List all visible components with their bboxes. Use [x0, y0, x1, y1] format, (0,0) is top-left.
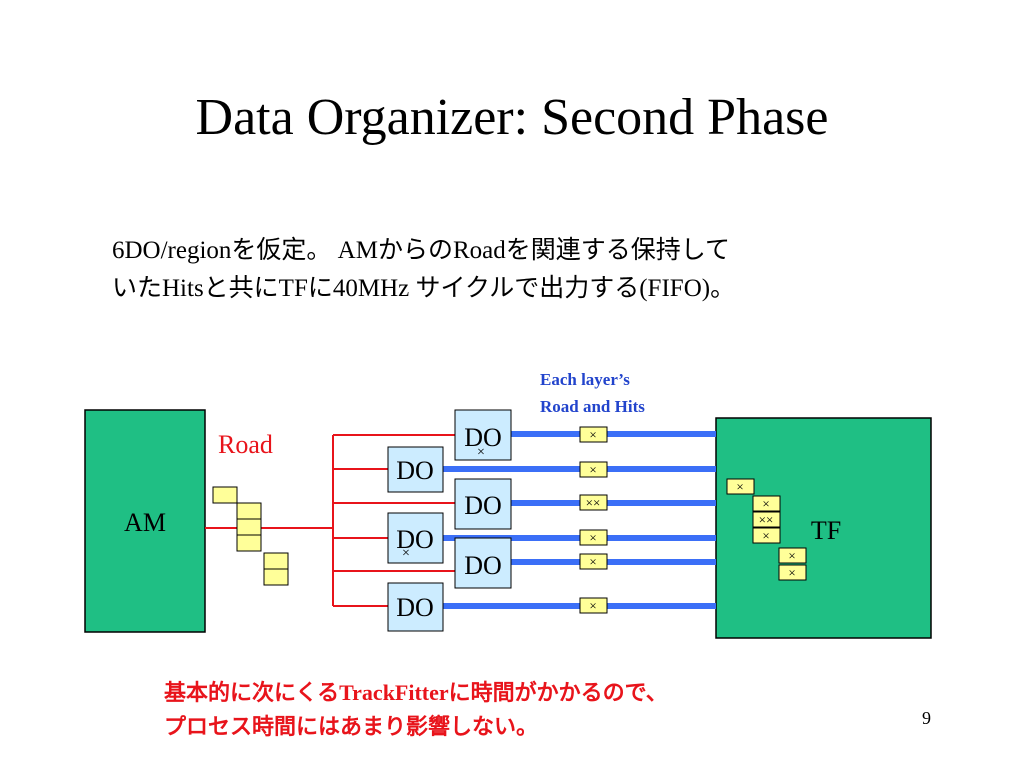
slide-title: Data Organizer: Second Phase: [195, 89, 829, 146]
bus-hit: ××: [579, 494, 608, 511]
description-line-2: いたHitsと共にTFに40MHz サイクルで出力する(FIFO)。: [112, 275, 736, 302]
do-box: DO ×: [387, 512, 444, 564]
bus-hit: ×: [579, 461, 608, 478]
page-number: 9: [922, 708, 931, 728]
do-box: DO: [454, 478, 512, 530]
do-box: DO ×: [454, 409, 512, 461]
hit-mark: ×: [788, 565, 795, 580]
tf-hit: ×: [726, 478, 755, 495]
do-label: DO: [396, 525, 434, 554]
hit-mark: ×: [762, 496, 769, 511]
bus-hit: ×: [579, 553, 608, 570]
road-staircase: [212, 486, 289, 586]
hit-mark: ×: [788, 548, 795, 563]
footnote: 基本的に次にくるTrackFitterに時間がかかるので、 プロセス時間にはあま…: [164, 676, 668, 744]
hit-mark: ×: [589, 598, 596, 613]
bus-hit: ×: [579, 529, 608, 546]
bus-hit: ×: [579, 597, 608, 614]
tf-module: [715, 417, 932, 639]
layer-label-line-1: Each layer’s: [540, 370, 630, 389]
tf-hit: ×: [752, 495, 781, 512]
do-box: DO: [454, 537, 512, 589]
do-label: DO: [396, 593, 434, 622]
do-label: DO: [464, 551, 502, 580]
footnote-line-2: プロセス時間にはあまり影響しない。: [164, 714, 539, 739]
do-label: DO: [464, 491, 502, 520]
hit-mark: ×: [762, 528, 769, 543]
hit-mark-double: ××: [586, 495, 601, 510]
hit-mark: ×: [477, 445, 485, 460]
layer-label-line-2: Road and Hits: [540, 397, 645, 416]
tf-hit: ×: [752, 527, 781, 544]
hit-mark: ×: [589, 554, 596, 569]
description: 6DO/regionを仮定。 AMからのRoadを関連する保持して いたHits…: [112, 232, 942, 308]
tf-hit: ×: [778, 547, 807, 564]
do-box: DO: [387, 582, 444, 632]
do-label: DO: [396, 456, 434, 485]
hit-mark: ×: [736, 479, 743, 494]
hit-mark: ×: [589, 462, 596, 477]
am-label: AM: [124, 508, 166, 537]
footnote-line-1: 基本的に次にくるTrackFitterに時間がかかるので、: [164, 680, 668, 705]
tf-label: TF: [811, 516, 841, 545]
road-wiring: [205, 434, 455, 607]
description-line-1: 6DO/regionを仮定。 AMからのRoadを関連する保持して: [112, 237, 730, 264]
hit-mark: ×: [589, 530, 596, 545]
am-module: [84, 409, 206, 633]
hit-mark: ×: [402, 546, 410, 561]
tf-hit: ×: [778, 564, 807, 581]
do-label: DO: [464, 423, 502, 452]
bus-hit: ×: [579, 426, 608, 443]
tf-hit: ××: [752, 511, 781, 528]
hit-mark-double: ××: [759, 512, 774, 527]
road-label: Road: [218, 430, 273, 459]
hit-mark: ×: [589, 427, 596, 442]
do-box: DO: [387, 446, 444, 493]
